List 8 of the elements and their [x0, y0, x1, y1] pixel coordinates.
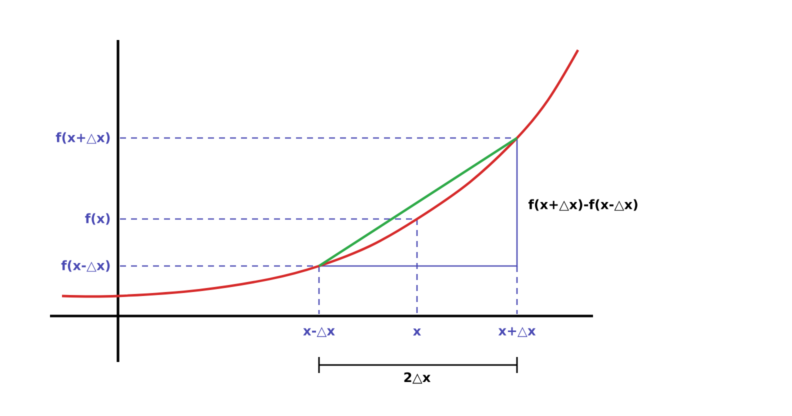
axis-label: x-△x	[303, 327, 335, 337]
interval-label: 2△x	[404, 372, 431, 384]
axis-label: x	[413, 328, 421, 336]
axis-label: x+△x	[498, 327, 536, 337]
axis-label: f(x-△x)	[61, 260, 110, 272]
axis-label: f(x)	[85, 213, 110, 225]
difference-label: f(x+△x)-f(x-△x)	[528, 199, 638, 211]
axis-label: f(x+△x)	[56, 132, 110, 144]
